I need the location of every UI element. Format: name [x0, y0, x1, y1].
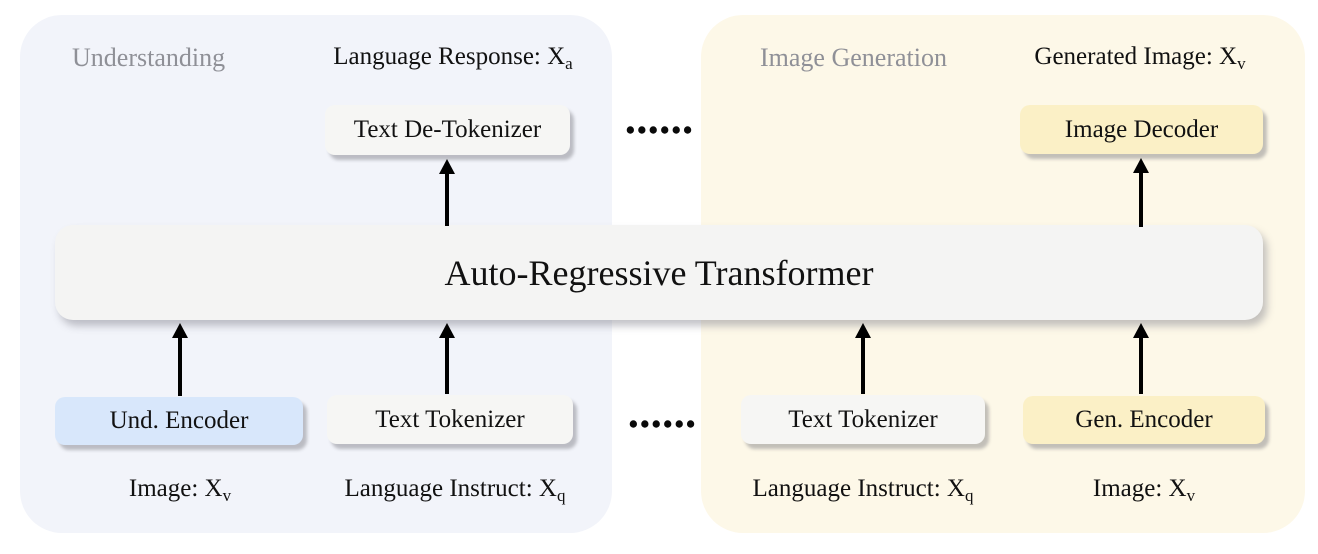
und-encoder-box: Und. Encoder	[55, 397, 303, 445]
bottom-ellipsis-dots: ••••••	[628, 409, 698, 439]
generated-image-text: Generated Image: X	[1034, 43, 1238, 70]
language-instruct-label-right: Language Instruct: Xq	[713, 475, 1013, 506]
top-ellipsis-dots: ••••••	[625, 115, 695, 145]
language-response-subscript: a	[565, 54, 573, 74]
arrow-stem	[445, 174, 449, 226]
gen-encoder-box: Gen. Encoder	[1023, 396, 1265, 444]
arrow-stem	[445, 338, 449, 394]
image-input-text-left: Image: X	[128, 475, 223, 502]
arrow-stem	[1139, 173, 1143, 227]
image-input-text-right: Image: X	[1092, 475, 1187, 502]
language-response-text: Language Response: X	[333, 43, 566, 70]
language-instruct-label-left: Language Instruct: Xq	[305, 475, 605, 506]
arrow-stem	[861, 338, 865, 394]
image-decoder-box: Image Decoder	[1020, 105, 1263, 154]
arrow-head	[172, 323, 188, 338]
generated-image-label: Generated Image: Xv	[990, 43, 1290, 74]
image-generation-section-label: Image Generation	[760, 43, 947, 72]
arrow-stem	[1139, 338, 1143, 394]
image-input-subscript-right: v	[1186, 486, 1196, 506]
image-input-label-right: Image: Xv	[1044, 475, 1244, 506]
text-tokenizer-box-left: Text Tokenizer	[327, 395, 573, 444]
language-instruct-text-right: Language Instruct: X	[752, 475, 965, 502]
auto-regressive-transformer-bar: Auto-Regressive Transformer	[55, 225, 1263, 320]
image-input-subscript-left: v	[222, 486, 232, 506]
arrow-head	[439, 159, 455, 174]
text-de-tokenizer-box: Text De-Tokenizer	[325, 105, 570, 155]
language-instruct-subscript-right: q	[964, 486, 974, 506]
language-response-label: Language Response: Xa	[303, 43, 603, 74]
arrow-head	[439, 323, 455, 338]
text-tokenizer-box-right: Text Tokenizer	[741, 395, 985, 444]
language-instruct-text-left: Language Instruct: X	[344, 475, 557, 502]
arrow-stem	[178, 338, 182, 396]
generated-image-subscript: v	[1237, 54, 1246, 74]
arrow-head	[1133, 323, 1149, 338]
arrow-head	[855, 323, 871, 338]
understanding-section-label: Understanding	[72, 43, 226, 72]
image-input-label-left: Image: Xv	[80, 475, 280, 506]
language-instruct-subscript-left: q	[556, 486, 566, 506]
arrow-head	[1133, 158, 1149, 173]
